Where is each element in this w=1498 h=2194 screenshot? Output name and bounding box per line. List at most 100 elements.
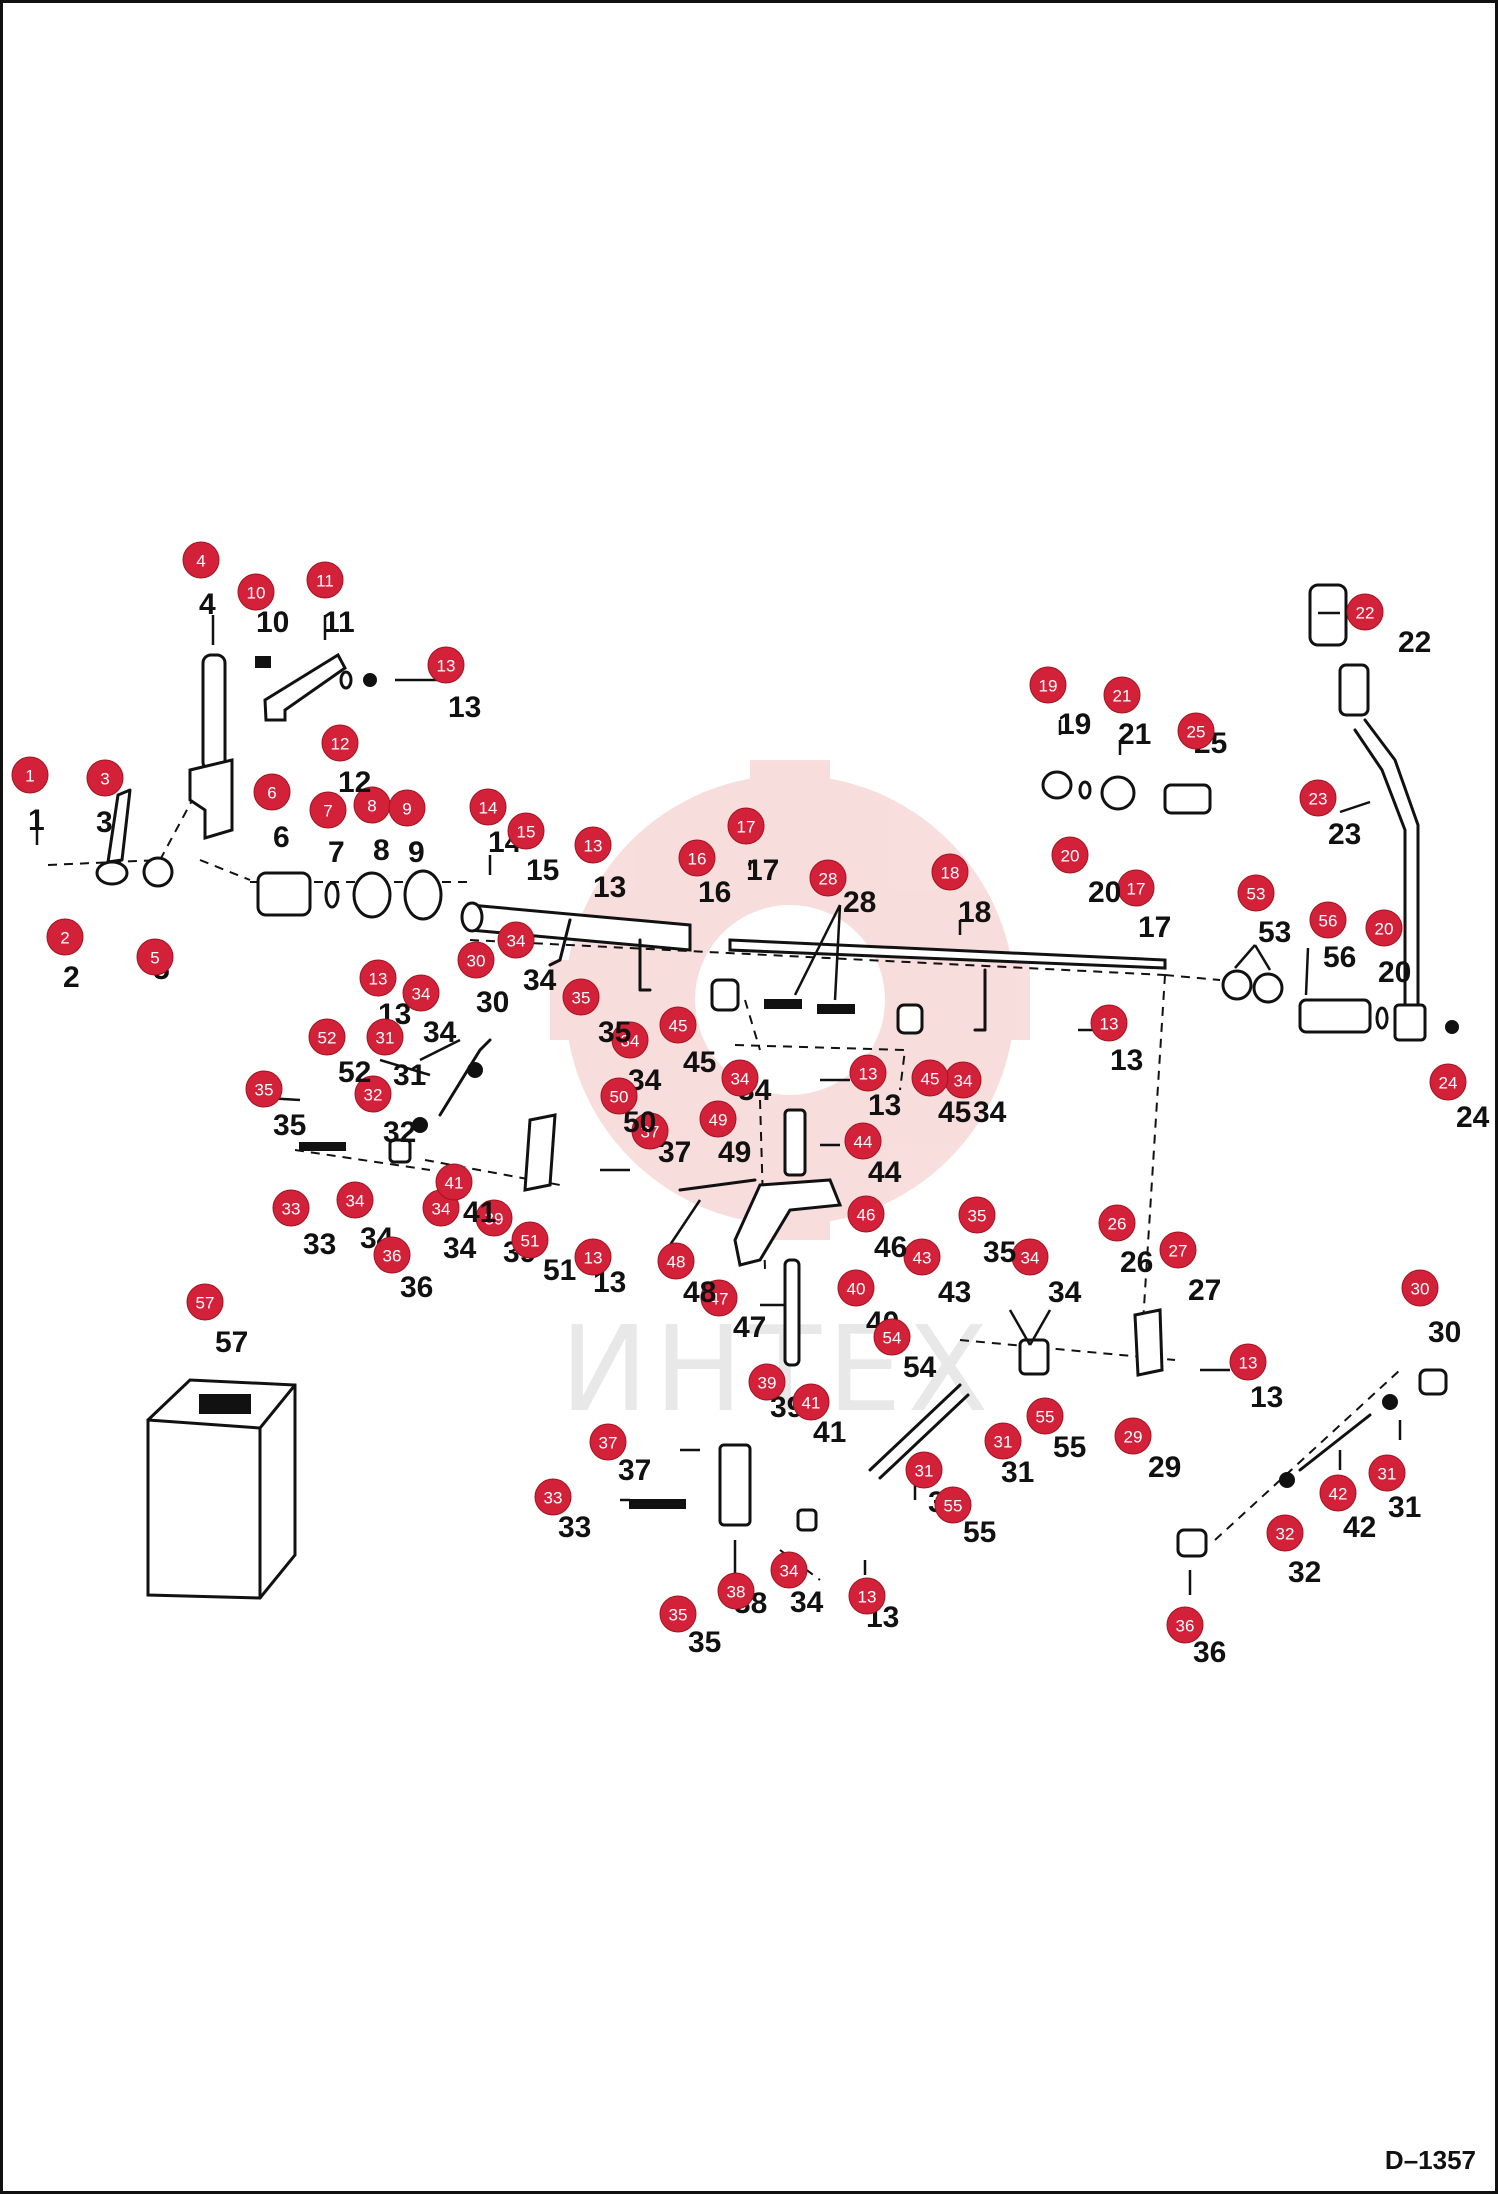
callout-badge-c42[interactable]	[1319, 1474, 1357, 1512]
callout-badge-c41a[interactable]	[435, 1163, 473, 1201]
callout-badge-c39a[interactable]	[475, 1199, 513, 1237]
part-3-lever	[106, 788, 132, 864]
callout-badge-c34a[interactable]	[402, 974, 440, 1012]
callout-badge-c11[interactable]	[306, 561, 344, 599]
callout-badge-c40[interactable]	[837, 1269, 875, 1307]
callout-badge-c37b[interactable]	[589, 1423, 627, 1461]
callout-badge-c17b[interactable]	[1117, 869, 1155, 907]
callout-c8: 88	[353, 786, 391, 867]
callout-badge-c35d[interactable]	[659, 1595, 697, 1633]
callout-badge-label-c15: 15	[517, 823, 536, 842]
callout-badge-c53[interactable]	[1237, 874, 1275, 912]
callout-badge-c14[interactable]	[469, 788, 507, 826]
callout-badge-c39b[interactable]	[748, 1363, 786, 1401]
callout-badge-c26[interactable]	[1098, 1204, 1136, 1242]
callout-badge-c41b[interactable]	[792, 1383, 830, 1421]
callout-badge-c56[interactable]	[1309, 901, 1347, 939]
callout-badge-c31b[interactable]	[984, 1422, 1022, 1460]
callout-badge-c31a[interactable]	[366, 1018, 404, 1056]
callout-badge-c27[interactable]	[1159, 1231, 1197, 1269]
callout-number-c34h: 34	[790, 1586, 824, 1619]
callout-badge-c32b[interactable]	[1266, 1514, 1304, 1552]
callout-badge-c5[interactable]	[136, 938, 174, 976]
callout-c5: 55	[136, 938, 174, 986]
callout-badge-c20b[interactable]	[1365, 909, 1403, 947]
part-51-link	[523, 1113, 557, 1192]
callout-badge-c28[interactable]	[809, 859, 847, 897]
callout-badge-c24[interactable]	[1429, 1063, 1467, 1101]
callout-badge-c4[interactable]	[182, 541, 220, 579]
callout-badge-c16[interactable]	[678, 839, 716, 877]
callout-badge-c48[interactable]	[657, 1242, 695, 1280]
callout-badge-label-c2: 2	[60, 929, 69, 948]
callout-badge-c43[interactable]	[903, 1238, 941, 1276]
callout-badge-c17a[interactable]	[727, 807, 765, 845]
callout-badge-c29[interactable]	[1114, 1417, 1152, 1455]
callout-badge-c13d[interactable]	[849, 1054, 887, 1092]
callout-badge-c15[interactable]	[507, 812, 545, 850]
callout-badge-c33b[interactable]	[534, 1478, 572, 1516]
callout-badge-c47[interactable]	[700, 1279, 738, 1317]
callout-badge-c36a[interactable]	[373, 1236, 411, 1274]
callout-badge-c30b[interactable]	[1401, 1269, 1439, 1307]
callout-number-c21: 21	[1118, 718, 1151, 751]
callout-badge-c23[interactable]	[1299, 779, 1337, 817]
callout-badge-c50[interactable]	[600, 1077, 638, 1115]
part-38-block	[718, 1443, 752, 1527]
callout-badge-c55b[interactable]	[934, 1486, 972, 1524]
callout-badge-c13f[interactable]	[574, 1238, 612, 1276]
callout-badge-c34c[interactable]	[611, 1021, 649, 1059]
callout-badge-c54[interactable]	[873, 1318, 911, 1356]
callout-badge-c6[interactable]	[253, 773, 291, 811]
callout-badge-c30a[interactable]	[457, 941, 495, 979]
callout-badge-c25[interactable]	[1177, 712, 1215, 750]
callout-badge-c57[interactable]	[186, 1283, 224, 1321]
callout-badge-c36b[interactable]	[1166, 1606, 1204, 1644]
callout-badge-c37a[interactable]	[631, 1112, 669, 1150]
callout-badge-c45a[interactable]	[659, 1006, 697, 1044]
callout-badge-c18[interactable]	[931, 853, 969, 891]
callout-badge-c13h[interactable]	[848, 1577, 886, 1615]
callout-badge-c20a[interactable]	[1051, 836, 1089, 874]
callout-badge-c44[interactable]	[844, 1122, 882, 1160]
callout-badge-c31c[interactable]	[905, 1451, 943, 1489]
callout-badge-c13b[interactable]	[574, 826, 612, 864]
callout-badge-c35b[interactable]	[562, 978, 600, 1016]
callout-badge-c34g[interactable]	[1011, 1238, 1049, 1276]
callout-number-c13g: 13	[1250, 1381, 1283, 1414]
callout-badge-c13a[interactable]	[427, 646, 465, 684]
callout-badge-c13g[interactable]	[1229, 1343, 1267, 1381]
callout-badge-c3[interactable]	[86, 759, 124, 797]
callout-badge-c34i[interactable]	[721, 1059, 759, 1097]
callout-badge-c45b[interactable]	[911, 1059, 949, 1097]
callout-badge-c13c[interactable]	[359, 959, 397, 997]
callout-badge-c32a[interactable]	[354, 1075, 392, 1113]
callout-badge-c21[interactable]	[1103, 676, 1141, 714]
callout-badge-c34b[interactable]	[497, 921, 535, 959]
callout-badge-c1[interactable]	[11, 756, 49, 794]
callout-badge-c2[interactable]	[46, 918, 84, 956]
callout-badge-c12[interactable]	[321, 724, 359, 762]
callout-badge-c13e[interactable]	[1090, 1004, 1128, 1042]
callout-badge-c35c[interactable]	[958, 1196, 996, 1234]
callout-badge-label-c17a: 17	[737, 818, 756, 837]
callout-badge-c51[interactable]	[511, 1221, 549, 1259]
callout-badge-c31d[interactable]	[1368, 1454, 1406, 1492]
callout-badge-c19[interactable]	[1029, 666, 1067, 704]
callout-badge-c38[interactable]	[717, 1572, 755, 1610]
callout-badge-c35a[interactable]	[245, 1070, 283, 1108]
callout-badge-c34e[interactable]	[336, 1181, 374, 1219]
callout-badge-c52[interactable]	[308, 1018, 346, 1056]
callout-badge-c10[interactable]	[237, 573, 275, 611]
callout-badge-c46[interactable]	[847, 1195, 885, 1233]
callout-badge-c55a[interactable]	[1026, 1397, 1064, 1435]
callout-badge-c33a[interactable]	[272, 1189, 310, 1227]
callout-badge-c9[interactable]	[388, 789, 426, 827]
callout-number-c16: 16	[698, 876, 731, 909]
callout-badge-c7[interactable]	[309, 791, 347, 829]
part-53-nut-b	[1252, 972, 1284, 1004]
callout-badge-c49[interactable]	[699, 1100, 737, 1138]
callout-badge-c22[interactable]	[1346, 593, 1384, 631]
callout-badge-c34h[interactable]	[770, 1551, 808, 1589]
